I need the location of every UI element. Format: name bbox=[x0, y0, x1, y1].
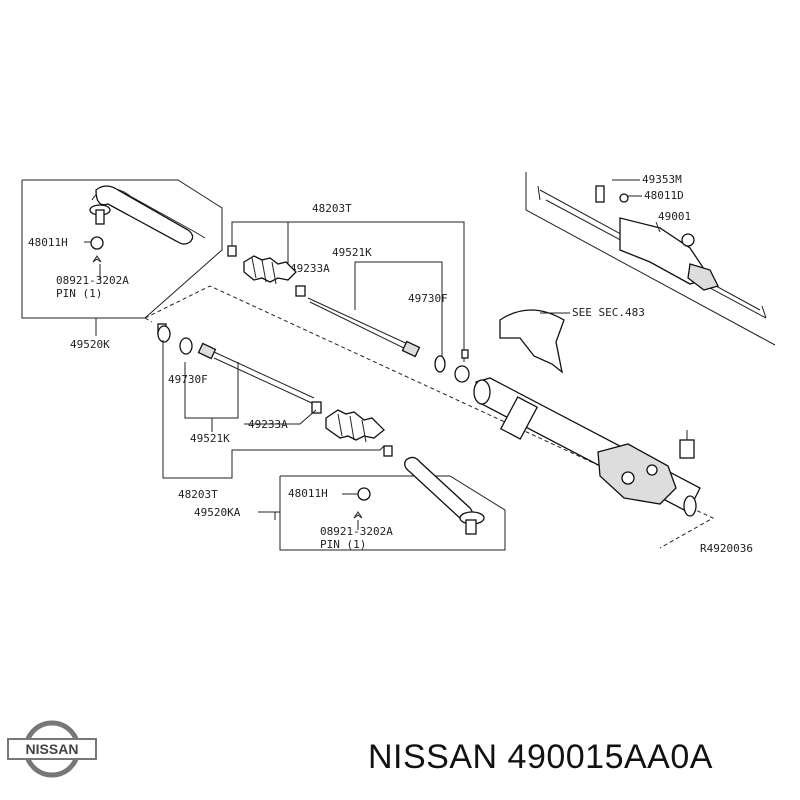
label-49521K-mid: 49521K bbox=[190, 432, 230, 445]
tie-rod-end-right-box bbox=[279, 456, 506, 551]
tie-rod-end-left-box bbox=[21, 179, 223, 319]
top-parts bbox=[227, 245, 470, 383]
reference-code: R4920036 bbox=[700, 542, 753, 555]
part-number-title: NISSAN 490015AA0A bbox=[368, 738, 713, 776]
label-49730F-mid: 49730F bbox=[168, 373, 208, 386]
nissan-logo-text: NISSAN bbox=[26, 741, 79, 757]
label-49353M: 49353M bbox=[642, 173, 682, 186]
label-48203T-bot: 48203T bbox=[178, 488, 218, 501]
label-48011H-left: 48011H bbox=[28, 236, 68, 249]
label-49520KA: 49520KA bbox=[194, 506, 241, 519]
rack-housing bbox=[473, 377, 701, 517]
label-pin-right: PIN (1) bbox=[320, 538, 366, 551]
label-49520K: 49520K bbox=[70, 338, 110, 351]
label-see-sec: SEE SEC.483 bbox=[572, 306, 645, 319]
label-49521K-top: 49521K bbox=[332, 246, 372, 259]
label-48011D: 48011D bbox=[644, 189, 684, 202]
mid-parts bbox=[157, 323, 393, 457]
label-49001: 49001 bbox=[658, 210, 691, 223]
label-08921-left: 08921-3202A bbox=[56, 274, 129, 287]
label-08921-right: 08921-3202A bbox=[320, 525, 393, 538]
label-49233A-top: 49233A bbox=[290, 262, 330, 275]
label-49730F-top: 49730F bbox=[408, 292, 448, 305]
label-pin-left: PIN (1) bbox=[56, 287, 102, 300]
see-section-bracket bbox=[499, 309, 565, 374]
nissan-logo: NISSAN bbox=[7, 720, 97, 778]
label-48011H-right: 48011H bbox=[288, 487, 328, 500]
assembly-inset bbox=[525, 172, 776, 346]
label-48203T-top: 48203T bbox=[312, 202, 352, 215]
